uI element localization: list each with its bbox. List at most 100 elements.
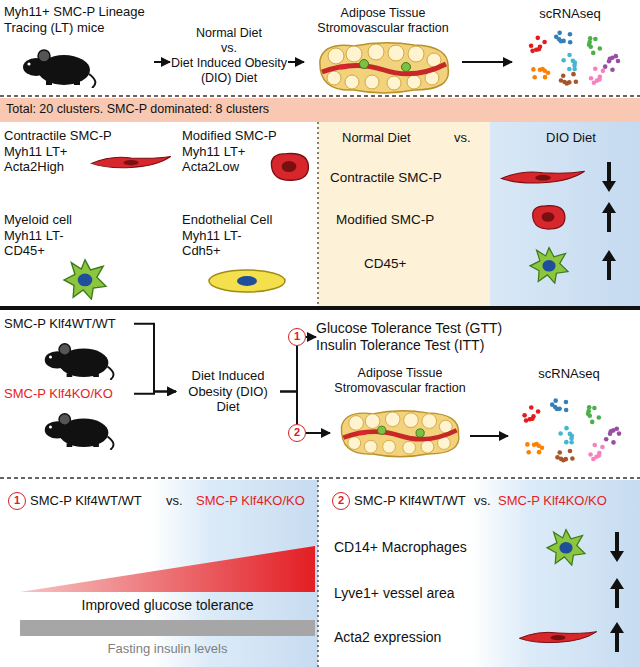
adipose-illustration (320, 43, 448, 93)
cell-type: Contractile SMC-PMyh11 LT+ Acta2High (4, 128, 178, 208)
callout-number: 2 (289, 425, 305, 440)
cell-dot (592, 443, 597, 448)
node-text: Adipose Tissue Stromovascular fraction (304, 6, 462, 36)
cell-dot (564, 440, 569, 445)
section-divider (0, 306, 640, 310)
node-text: DIO Diet (546, 130, 640, 146)
connector-arrow (306, 336, 316, 338)
cell-type: Modified SMC-PMyh11 LT+ Acta2Low (182, 128, 316, 208)
dotted-divider (317, 122, 318, 306)
cell-dot (574, 79, 579, 84)
cell-dot (534, 47, 539, 52)
mouse-icon (45, 344, 114, 380)
cell-dot (593, 66, 598, 71)
scrnaseq-plot (529, 31, 621, 86)
cell-dot (569, 436, 574, 441)
cell-dot (525, 442, 530, 447)
node-text: Contractile SMC-P (4, 128, 178, 144)
text-label: SMC-P Klf4KO/KO (196, 493, 305, 509)
text-label: Acta2 expression (334, 629, 441, 646)
cell-dot (595, 78, 600, 83)
callout-number: 1 (288, 328, 306, 346)
text-label: SMC-P Klf4KO/KO (498, 493, 607, 509)
cell-dot (567, 67, 572, 72)
text-label: CD45+ (364, 256, 406, 272)
cell-dot (587, 40, 592, 45)
up-arrow (610, 622, 624, 652)
cell-dot (564, 400, 569, 405)
cell-dot (527, 417, 532, 422)
text-label: Improved glucose tolerance (20, 597, 315, 614)
node-text: Normal Diet (170, 26, 288, 41)
cell-dot (617, 431, 622, 436)
adipose-tissue: Adipose Tissue Stromovascular fraction (304, 6, 462, 94)
dotted-divider (317, 480, 318, 667)
cell-dot (557, 37, 562, 42)
node-text: vs. (170, 41, 288, 56)
cell-dot (529, 43, 534, 48)
cell-dot (553, 398, 558, 403)
node-text: Myeloid cell (4, 212, 178, 228)
modified-cell-icon (533, 206, 565, 229)
cell-dot (589, 76, 594, 81)
connector-arrow (154, 61, 170, 63)
dio-diet-ground (490, 122, 640, 306)
node-text: scRNAseq (508, 366, 630, 382)
node-text: Diet Induced Obesity (DIO) Diet (170, 56, 288, 86)
node-text: SMC-P Klf4WT/WT (4, 316, 134, 332)
diet-step: Diet Induced Obesity (DIO) Diet (176, 368, 280, 415)
node-text: Myh11 LT+ Acta2High (4, 144, 88, 175)
callout-number: 2 (333, 493, 349, 508)
endothelial-cell-icon (209, 270, 285, 292)
node-text: Diet Induced Obesity (DIO) Diet (176, 368, 280, 415)
connector-arrow (470, 435, 508, 437)
cluster-band: Total: 20 clusters. SMC-P dominated: 8 c… (0, 98, 318, 122)
up-arrow (602, 202, 616, 232)
cluster-band-ground (0, 98, 640, 122)
diet-comparison: Normal Dietvs.Diet Induced Obesity (DIO)… (170, 26, 288, 86)
dashed-divider (0, 95, 640, 97)
node-text: Myh11 LT- CD45+ (4, 228, 88, 259)
cell-dot (611, 428, 616, 433)
cell-dot (532, 75, 537, 80)
cell-dot (537, 450, 542, 455)
connector-arrow (462, 61, 512, 63)
cell-dot (590, 420, 595, 425)
normal-diet-ground (318, 122, 490, 306)
node-text: Endothelial Cell (182, 212, 316, 228)
cell-dot (561, 73, 566, 78)
cell-dot (564, 408, 569, 413)
text-label: SMC-P Klf4WT/WT (354, 493, 466, 509)
node-text: Modified SMC-P (182, 128, 316, 144)
cell-dot (598, 46, 603, 51)
mouse-group: Myh11+ SMC-P Lineage Tracing (LT) mice (4, 4, 154, 92)
text-label: Contractile SMC-P (330, 170, 442, 186)
down-arrow (602, 162, 616, 192)
node-text: SMC-P Klf4KO/KO (4, 386, 134, 402)
node-text: Normal Diet (342, 130, 454, 146)
contractile-cell-icon (519, 632, 596, 643)
cell-dot (557, 450, 562, 455)
modified-cell-icon (271, 153, 308, 180)
down-arrow (610, 532, 624, 562)
connector-arrow (288, 61, 304, 63)
cell-dot (591, 51, 596, 56)
node-text: vs. (454, 130, 546, 146)
callout-number: 1 (289, 329, 305, 344)
cell-dot (557, 31, 562, 36)
text-label: vs. (166, 493, 183, 509)
macrophage-icon (547, 530, 585, 566)
cell-dot (542, 40, 547, 45)
cell-dot (568, 40, 573, 45)
cell-type: Endothelial CellMyh11 LT- Cdh5+ (182, 212, 316, 302)
callout-number: 1 (9, 493, 25, 508)
node-text: Glucose Tolerance Test (GTT) Insulin Tol… (316, 320, 536, 354)
cell-dot (568, 449, 573, 454)
cell-dot (588, 452, 593, 457)
scrnaseq-plot (522, 398, 621, 462)
cell-dot (526, 450, 531, 455)
connector-arrow (134, 391, 176, 393)
mouse-icon (23, 50, 95, 88)
cell-dot (553, 405, 558, 410)
callout-number: 2 (288, 424, 306, 442)
